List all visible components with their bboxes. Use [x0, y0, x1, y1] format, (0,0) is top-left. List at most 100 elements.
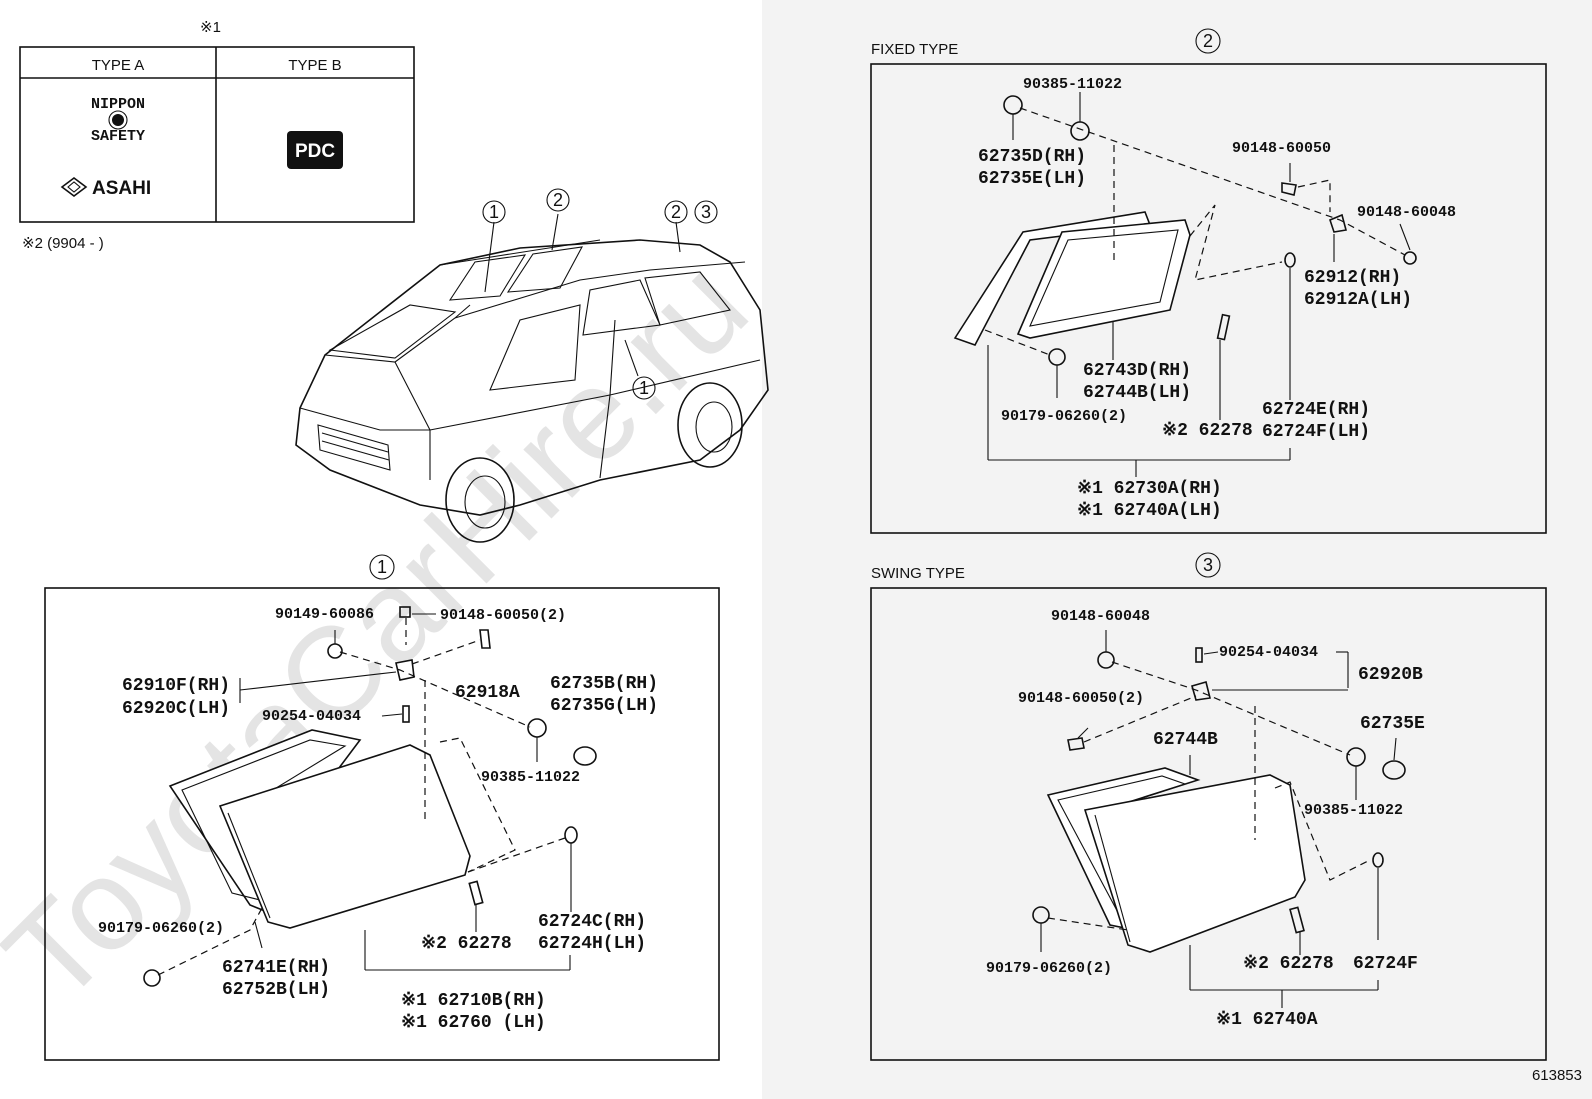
panel-3-swing-type: SWING TYPE 3	[870, 552, 1547, 1061]
panel-1-label-62910: 62910F(RH)	[122, 676, 230, 696]
panel-3-frame	[870, 587, 1547, 1061]
type-b-label: TYPE B	[288, 57, 341, 74]
panel-1-label-62735b: 62735B(RH)	[550, 674, 658, 694]
callout-3-quarter	[694, 200, 718, 224]
panel-2-nut-90385	[1070, 121, 1090, 141]
panel-2-nut-90179	[1048, 348, 1066, 366]
panel-2-cap-62735	[1003, 95, 1023, 115]
van-front-bumper-top	[299, 407, 430, 431]
panel-2-bracket-62912	[1329, 213, 1347, 233]
panel-2-label-62724e: 62724E(RH)	[1262, 400, 1370, 420]
van-slide-door-line	[599, 319, 616, 479]
panel-2-label-62743: 62743D(RH)	[1083, 361, 1191, 381]
panel-2-label-62735d: 62735D(RH)	[978, 147, 1086, 167]
panel-1-dash-g	[157, 907, 263, 976]
van-windshield	[328, 304, 457, 359]
panel-1-label-90385: 90385-11022	[481, 769, 580, 786]
van-front-wheel	[445, 457, 515, 543]
callout-1-side-label: 1	[639, 378, 649, 398]
panel-3-dash-b	[1083, 695, 1197, 743]
panel-2-dash-d	[1189, 204, 1283, 281]
panel-1-number: 1	[377, 557, 387, 577]
watermark: ToyotaCarHire.ru	[0, 232, 775, 1030]
callout-1-sunroof	[482, 200, 506, 224]
panel-2-dash-c	[1297, 179, 1331, 212]
van-sunroof-front	[448, 254, 527, 301]
diagram-id: 613853	[1532, 1067, 1582, 1084]
van-side-window-2	[644, 271, 731, 326]
safety-text: SAFETY	[91, 128, 145, 145]
panel-1-nut-90179	[143, 969, 161, 987]
van-body-outline	[295, 239, 769, 516]
callout-2-quarter-label: 2	[671, 202, 681, 222]
panel-1-cap-62735	[573, 746, 597, 766]
panel-1-label-90179: 90179-06260(2)	[98, 920, 224, 937]
panel-3-title: SWING TYPE	[871, 565, 965, 582]
asahi-inner-diamond-icon	[67, 181, 81, 193]
panel-3-label-62724: 62724F	[1353, 954, 1418, 974]
panel-1-label-62752: 62752B(LH)	[222, 980, 330, 1000]
panel-3-nut-90179	[1032, 906, 1050, 924]
panel-3-label-90254: 90254-04034	[1219, 644, 1318, 661]
panel-3-dash-d	[1274, 781, 1371, 881]
panel-1-label-90148: 90148-60050(2)	[440, 607, 566, 624]
panel-1-quarter-window: 1	[44, 554, 720, 1061]
pdc-logo-box	[287, 131, 343, 169]
panel-3-label-62278: ※2 62278	[1243, 954, 1334, 974]
panel-2-label-90148a: 90148-60050	[1232, 140, 1331, 157]
panel-2-number: 2	[1203, 31, 1213, 51]
panel-1-label-62918: 62918A	[455, 683, 520, 703]
panel-1-label-62741: 62741E(RH)	[222, 958, 330, 978]
panel-3-label-62735: 62735E	[1360, 714, 1425, 734]
panel-1-bracket-62910	[395, 659, 415, 681]
panel-3-glass-pane	[1083, 774, 1306, 953]
nippon-logo-ring-icon	[108, 110, 128, 130]
van-front-door-window	[489, 304, 581, 391]
panel-2-dash-a	[1019, 107, 1406, 256]
panel-1-number-circle	[369, 554, 395, 580]
asahi-diamond-icon	[60, 177, 88, 197]
panel-3-dash-e	[1047, 917, 1129, 931]
panel-1-label-90254: 90254-04034	[262, 708, 361, 725]
van-side-window-1	[582, 279, 661, 336]
panel-2-seal-62724	[1284, 252, 1296, 268]
panel-3-screw-90148a	[1097, 651, 1115, 669]
van-rear-hub	[695, 401, 733, 453]
panel-1-dash-c	[411, 639, 481, 665]
nippon-text: NIPPON	[91, 96, 145, 113]
asahi-text: ASAHI	[92, 178, 151, 199]
type-a-label: TYPE A	[92, 57, 145, 74]
panel-3-label-62740: ※1 62740A	[1216, 1010, 1318, 1030]
panel-3-label-62920: 62920B	[1358, 665, 1423, 685]
panel-2-label-90385: 90385-11022	[1023, 76, 1122, 93]
pdc-text: PDC	[295, 141, 335, 162]
van-a-pillar	[394, 361, 431, 480]
panel-1-screw-90148	[399, 606, 411, 618]
callout-2-roof	[546, 188, 570, 212]
panel-3-cap-62735	[1382, 760, 1406, 780]
panel-1-frame	[44, 587, 720, 1061]
panel-2-label-62744: 62744B(LH)	[1083, 383, 1191, 403]
van-beltline-top	[454, 261, 746, 319]
panel-3-seal-62724	[1372, 852, 1384, 868]
panel-2-frame	[870, 63, 1547, 534]
van-overview: 1 2 2 3 1	[295, 188, 769, 543]
van-rear-wheel	[677, 382, 743, 468]
panel-2-screw-90148b	[1403, 251, 1417, 265]
callout-2-quarter	[664, 200, 688, 224]
panel-3-screw-90148b	[1067, 737, 1085, 751]
legend-note-mark: ※1	[200, 19, 221, 36]
panel-2-gasket	[1016, 219, 1191, 339]
panel-1-dash-a	[339, 651, 531, 728]
panel-2-tape-62278	[1216, 313, 1231, 341]
panel-1-glass-edge	[227, 812, 271, 919]
panel-2-label-62730: ※1 62730A(RH)	[1077, 479, 1222, 499]
callout-1-side	[632, 376, 656, 400]
panel-2-label-62278: ※2 62278	[1162, 421, 1253, 441]
panel-3-gasket-inner	[1057, 775, 1187, 921]
panel-1-label-62724h: 62724H(LH)	[538, 934, 646, 954]
panel-1-label-62278: ※2 62278	[421, 934, 512, 954]
panel-1-dash-f	[467, 837, 566, 873]
type-legend: ※1 TYPE A TYPE B NIPPON SAFETY ASAHI PDC	[19, 19, 415, 252]
panel-3-dash-a	[1111, 661, 1351, 756]
